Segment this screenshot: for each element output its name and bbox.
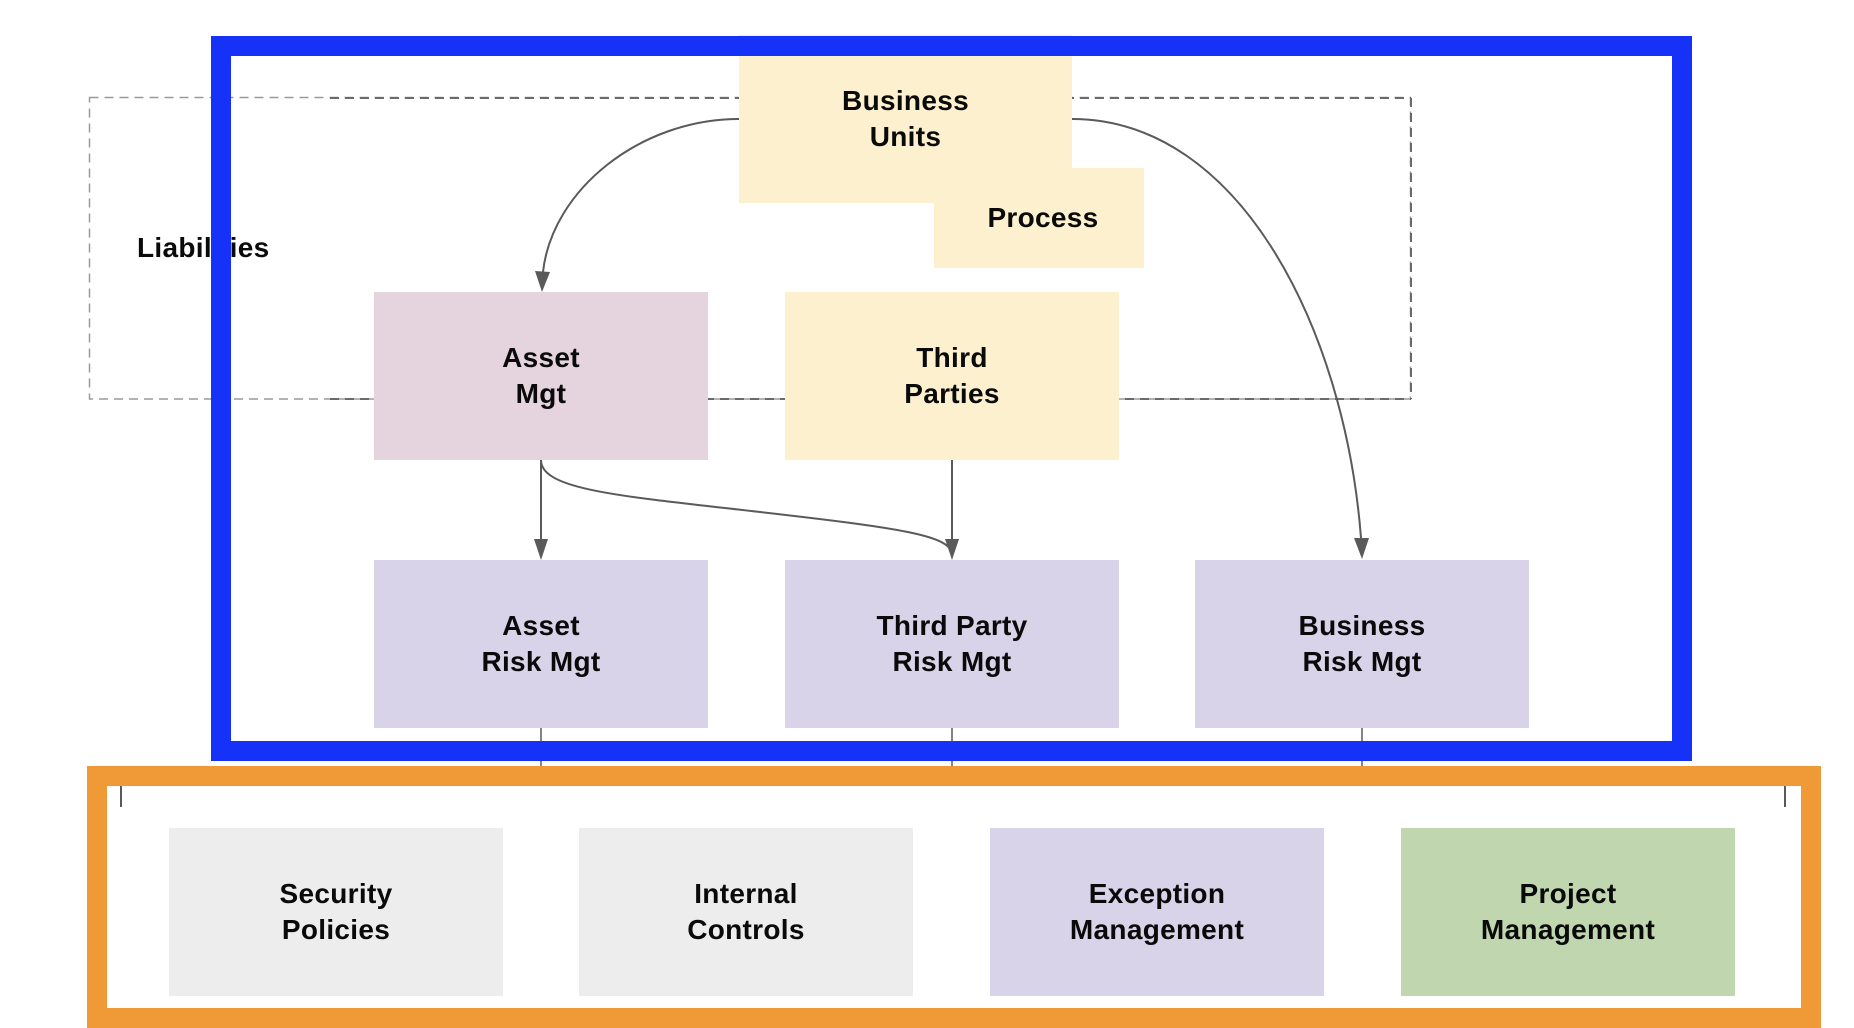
- edge-business-units-to-business-risk-mgt[interactable]: [1071, 118, 1362, 539]
- arrowhead-icon: [534, 539, 548, 560]
- node-internal-controls[interactable]: Internal Controls: [579, 828, 913, 996]
- node-asset-mgt[interactable]: Asset Mgt: [374, 292, 708, 460]
- node-label: Process: [987, 202, 1099, 233]
- arrowhead-icon: [535, 271, 550, 292]
- node-security-policies[interactable]: Security Policies: [169, 828, 503, 996]
- node-label: Third Party Risk Mgt: [876, 610, 1028, 677]
- node-label: Internal Controls: [687, 878, 805, 945]
- node-label: Asset Risk Mgt: [481, 610, 601, 677]
- edge-business-units-to-asset-mgt[interactable]: [542, 118, 740, 273]
- highlight-frame-blue: [211, 36, 1692, 761]
- node-third-parties[interactable]: Third Parties: [785, 292, 1119, 460]
- node-third-party-risk-mgt[interactable]: Third Party Risk Mgt: [785, 560, 1119, 728]
- node-asset-risk-mgt[interactable]: Asset Risk Mgt: [374, 560, 708, 728]
- node-label: Third Parties: [904, 342, 1000, 409]
- edge-asset-mgt-to-third-party-risk-mgt[interactable]: [540, 459, 953, 553]
- node-business-risk-mgt[interactable]: Business Risk Mgt: [1195, 560, 1529, 728]
- node-project-management[interactable]: Project Management: [1401, 828, 1735, 996]
- node-label: Security Policies: [279, 878, 393, 945]
- node-label: Business Risk Mgt: [1298, 610, 1426, 677]
- node-label: Business Units: [842, 85, 969, 152]
- node-label: Exception Management: [1069, 878, 1245, 945]
- node-label: Project Management: [1480, 878, 1656, 945]
- liabilities-group-label: Liabilities: [137, 232, 270, 263]
- arrowhead-icon: [1354, 538, 1369, 559]
- node-process[interactable]: Process: [934, 168, 1144, 268]
- node-label: Asset Mgt: [502, 342, 580, 409]
- node-exception-management[interactable]: Exception Management: [990, 828, 1324, 996]
- highlight-frame-orange: [87, 766, 1821, 1028]
- arrowhead-icon: [945, 539, 959, 560]
